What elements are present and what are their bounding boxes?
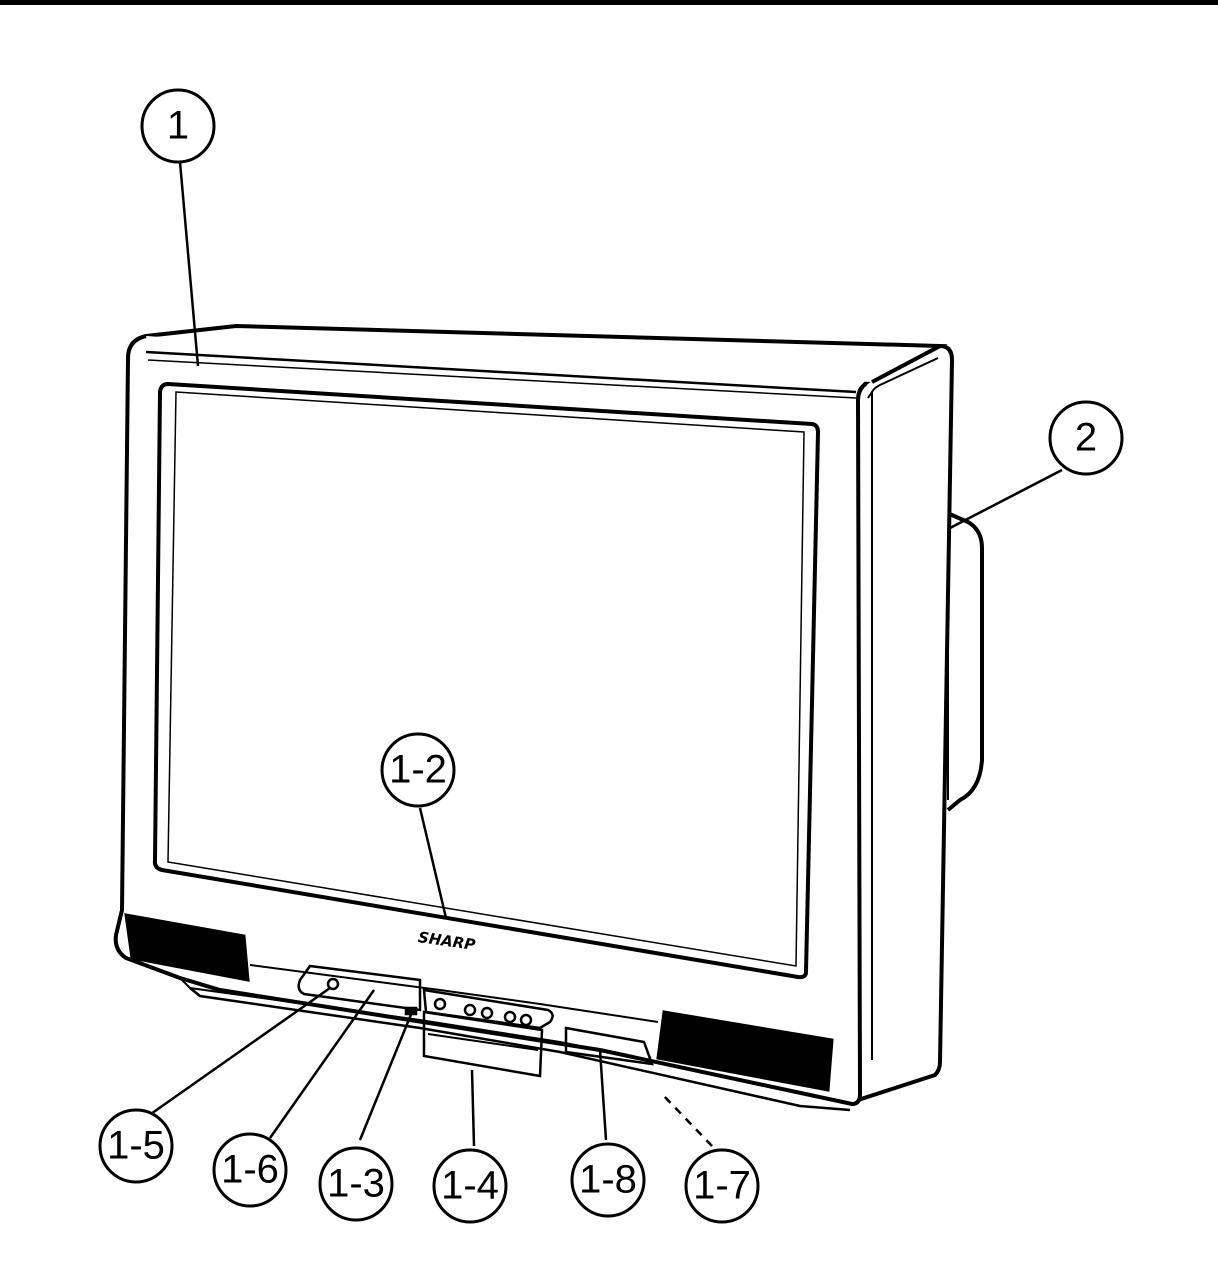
top-border <box>0 0 1218 5</box>
input-button <box>519 1013 533 1027</box>
callout-1-5: 1-5 <box>98 1108 174 1184</box>
av-panel <box>564 1026 654 1066</box>
callout-1-4: 1-4 <box>432 1148 508 1224</box>
callout-1-8-label: 1-8 <box>579 1158 637 1202</box>
leader-1-7 <box>661 1093 713 1147</box>
callout-1-6-label: 1-6 <box>221 1148 279 1192</box>
callout-1-4-label: 1-4 <box>441 1164 499 1208</box>
screen-inner <box>167 391 805 967</box>
power-button <box>326 977 340 991</box>
menu-button <box>503 1010 517 1024</box>
front-ledge-bottom <box>189 987 851 1112</box>
leader-lines <box>147 161 1063 1147</box>
callout-1-7-label: 1-7 <box>693 1164 751 1208</box>
callout-2: 2 <box>1048 400 1124 476</box>
callout-1-3: 1-3 <box>318 1146 394 1222</box>
leader-1-2 <box>418 807 448 919</box>
front-bezel <box>113 334 868 1107</box>
flip-door-line <box>427 1033 539 1051</box>
callout-1-3-label: 1-3 <box>327 1162 385 1206</box>
leader-1-4 <box>470 1069 476 1147</box>
front-bezel-top-edge-2 <box>147 359 857 399</box>
leader-1-5 <box>147 986 331 1118</box>
callout-1: 1 <box>140 88 216 164</box>
volume-up-button <box>480 1006 494 1020</box>
screen-outer <box>152 381 821 980</box>
leader-1-8 <box>598 1049 608 1141</box>
callout-1-label: 1 <box>167 104 189 148</box>
leader-2 <box>949 468 1063 530</box>
front-ledge-lower <box>179 977 853 1105</box>
button-panel <box>422 988 554 1030</box>
callout-1-2-label: 1-2 <box>389 748 447 792</box>
rear-cabinet <box>944 510 984 812</box>
callout-1-7: 1-7 <box>684 1148 760 1224</box>
control-strip <box>297 964 422 1012</box>
callout-1-8: 1-8 <box>570 1142 646 1218</box>
callout-1-6: 1-6 <box>212 1132 288 1208</box>
right-speaker <box>656 1010 834 1092</box>
flip-door <box>422 1010 544 1078</box>
tv-cabinet <box>113 323 984 1112</box>
leader-1 <box>178 161 200 367</box>
left-speaker <box>124 913 250 982</box>
leader-1-6 <box>268 989 376 1139</box>
callout-1-2: 1-2 <box>380 732 456 808</box>
channel-button <box>433 997 447 1011</box>
volume-down-button <box>463 1003 477 1017</box>
callout-2-label: 2 <box>1075 416 1097 460</box>
front-buttons <box>326 977 533 1027</box>
leader-1-3 <box>358 1011 414 1141</box>
side-panel-edge <box>867 357 939 399</box>
front-ledge <box>249 964 659 1023</box>
callout-1-5-label: 1-5 <box>107 1124 165 1168</box>
front-bezel-top-edge <box>145 350 857 394</box>
